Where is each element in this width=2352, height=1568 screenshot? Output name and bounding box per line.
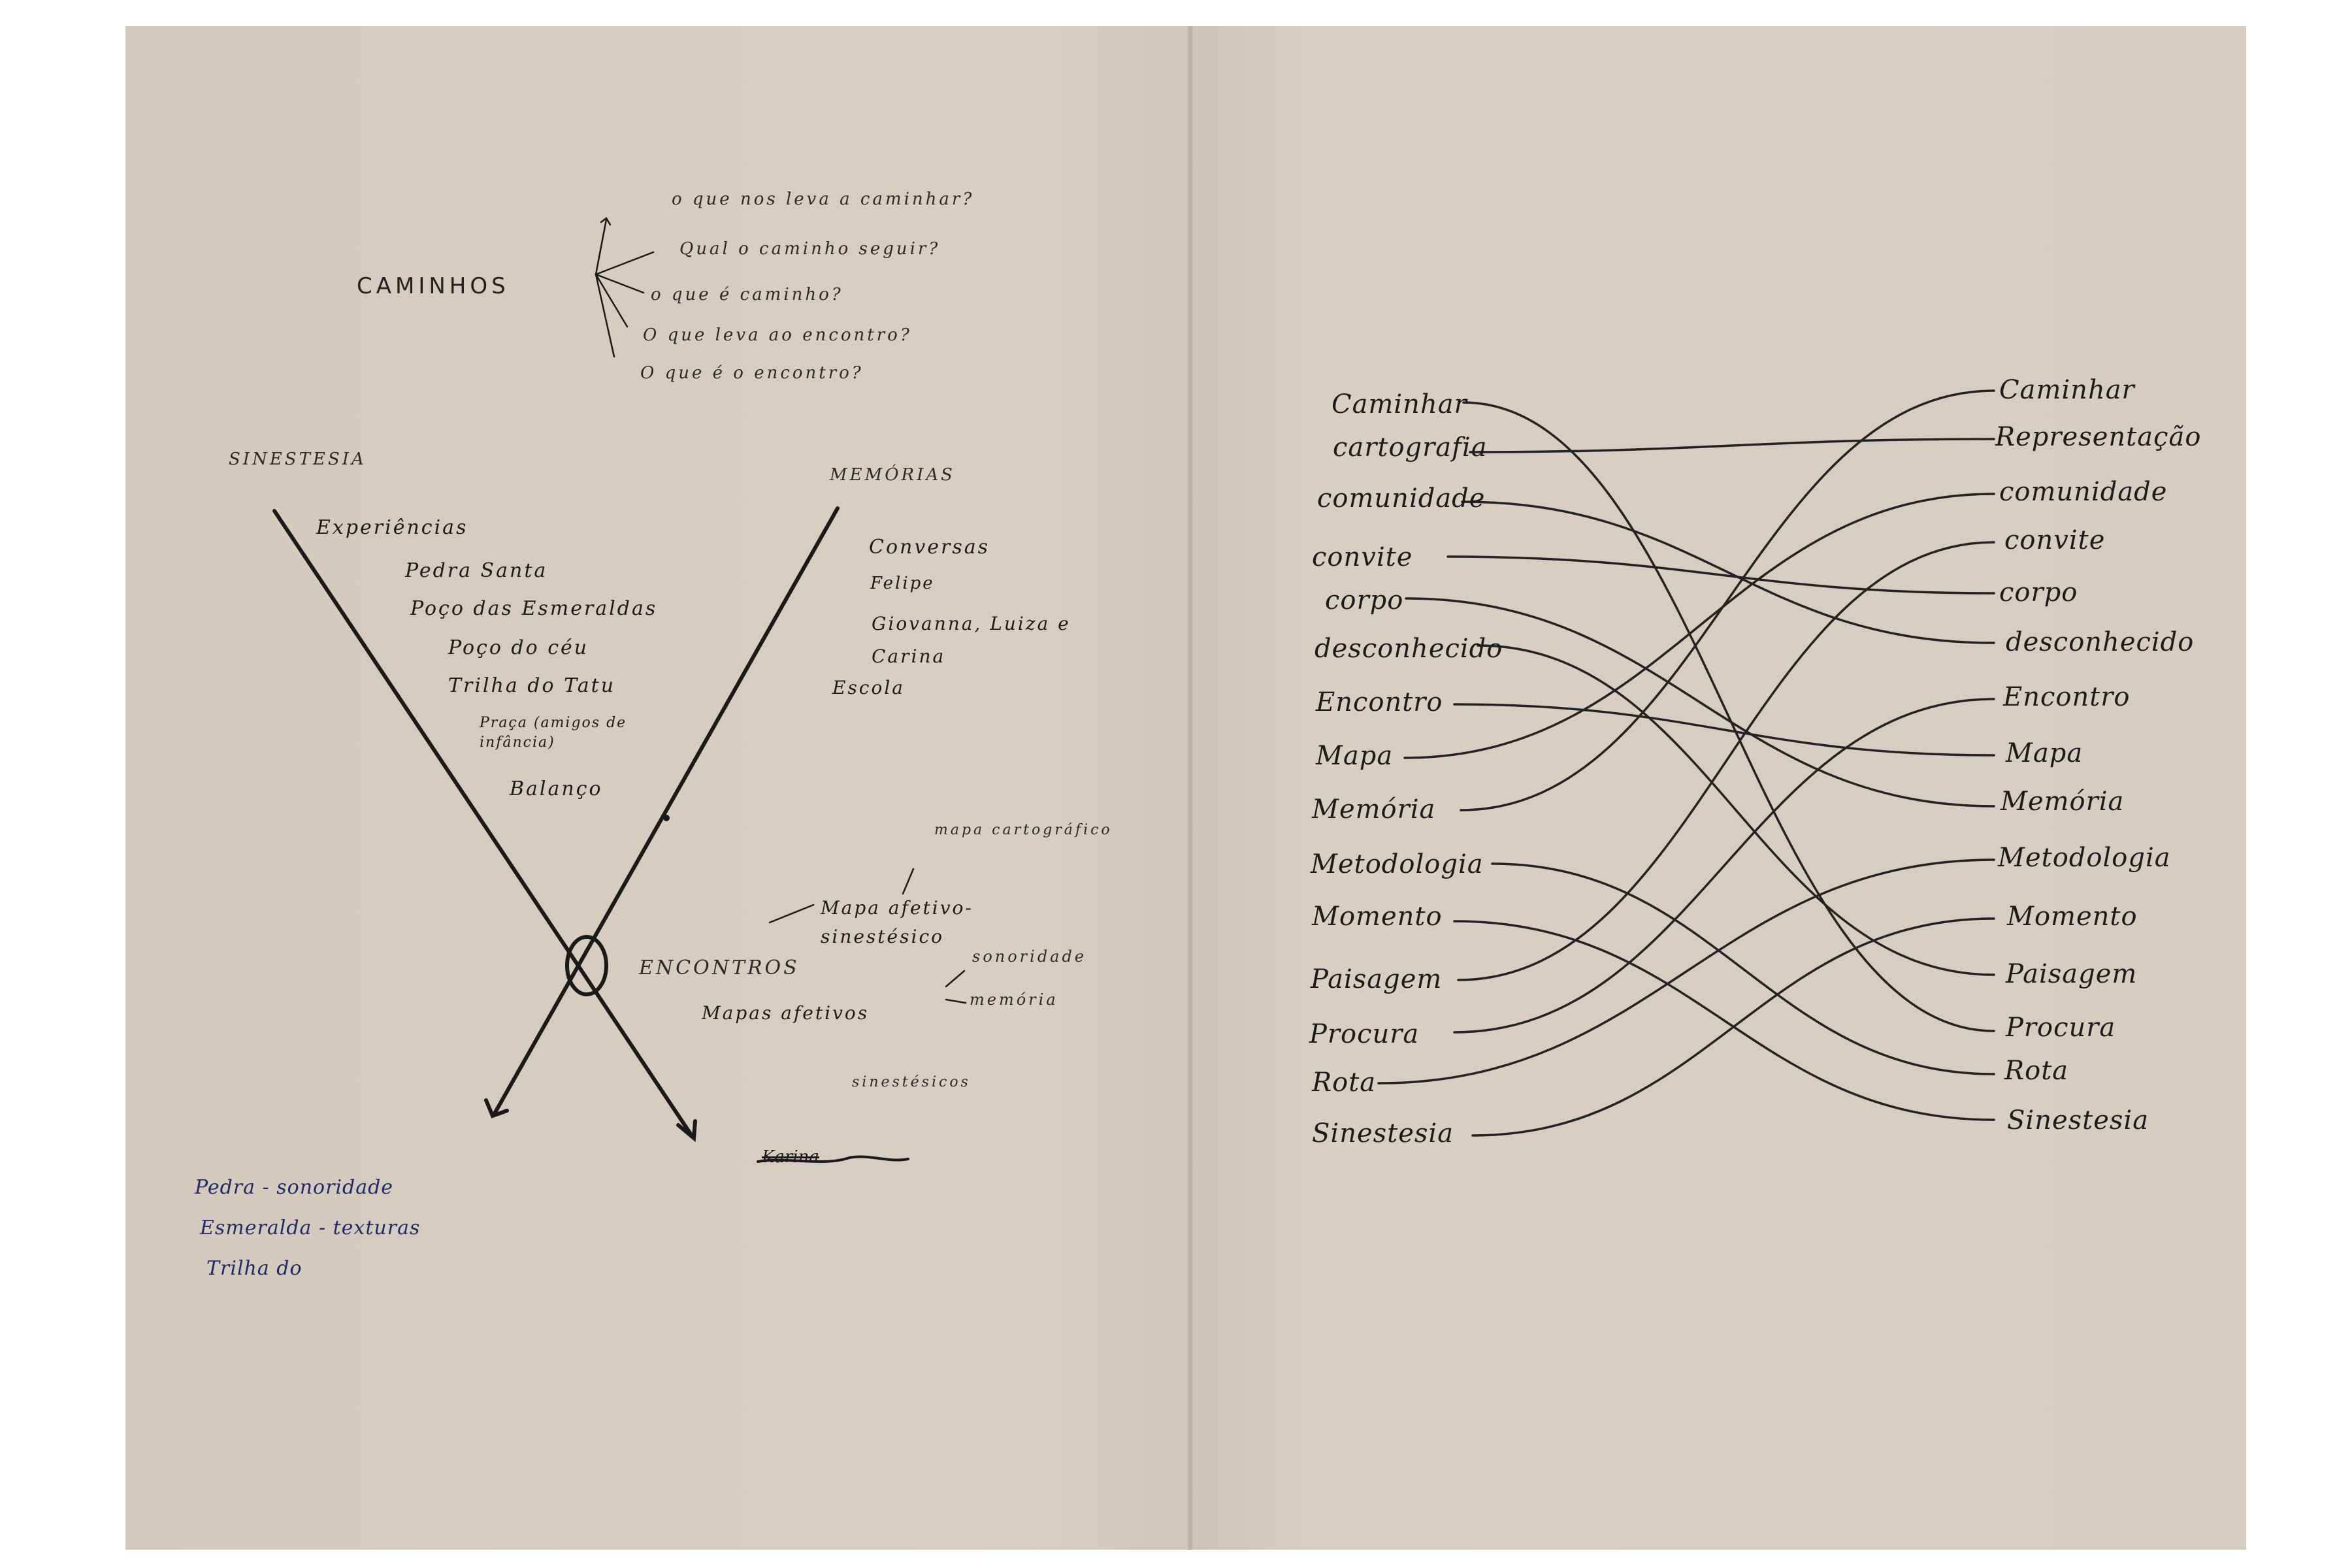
right-word: desconhecido xyxy=(2006,627,2195,657)
blue-note: Esmeralda - texturas xyxy=(200,1217,421,1239)
question-1: o que nos leva a caminhar? xyxy=(672,189,975,209)
right-word: Momento xyxy=(2007,902,2138,932)
page-fold xyxy=(1188,26,1193,1550)
left-word: Mapa xyxy=(1316,741,1394,771)
right-word: comunidade xyxy=(1999,477,2168,507)
axis-label-memorias: MEMÓRIAS xyxy=(830,465,955,485)
mapa-item: Mapas afetivos xyxy=(702,1002,870,1024)
right-word: corpo xyxy=(1999,578,2078,608)
left-word: desconhecido xyxy=(1315,634,1503,664)
left-word: Metodologia xyxy=(1311,849,1484,879)
mapa-item: memória xyxy=(970,990,1058,1009)
conversa-item: Giovanna, Luiza e Carina xyxy=(872,613,1071,667)
mapa-item: sinestésicos xyxy=(852,1074,971,1090)
right-word: Encontro xyxy=(2003,682,2131,712)
right-word: Caminhar xyxy=(1999,375,2135,405)
mapa-item: mapa cartográfico xyxy=(934,822,1113,838)
left-word: Rota xyxy=(1312,1068,1377,1098)
left-word: Memória xyxy=(1312,794,1436,825)
caminhos-title: CAMINHOS xyxy=(357,273,510,299)
question-5: O que é o encontro? xyxy=(640,363,864,383)
question-4: O que leva ao encontro? xyxy=(643,325,912,345)
left-page xyxy=(125,26,1190,1550)
question-2: Qual o caminho seguir? xyxy=(679,239,941,259)
left-word: cartografia xyxy=(1333,433,1488,463)
left-word: Sinestesia xyxy=(1312,1119,1454,1149)
blue-note: Pedra - sonoridade xyxy=(195,1176,394,1199)
left-word: comunidade xyxy=(1317,483,1486,514)
conversa-item: Escola xyxy=(832,677,905,698)
left-word: Procura xyxy=(1309,1019,1420,1049)
mapa-item: Mapa afetivo-sinestésico xyxy=(821,897,973,947)
right-word: Mapa xyxy=(2006,738,2083,768)
question-3: o que é caminho? xyxy=(651,285,843,304)
right-word: Rota xyxy=(2004,1056,2069,1086)
left-word: Momento xyxy=(1312,902,1443,932)
right-word: Sinestesia xyxy=(2007,1105,2149,1135)
experiencia-item: Poço do céu xyxy=(448,636,589,659)
left-word: corpo xyxy=(1325,585,1404,615)
left-word: Paisagem xyxy=(1311,964,1443,994)
right-word: Procura xyxy=(2006,1013,2116,1043)
right-word: Paisagem xyxy=(2006,959,2138,989)
right-word: Memória xyxy=(2001,787,2125,817)
experiencia-item: Balanço xyxy=(510,777,603,800)
experiencias-heading: Experiências xyxy=(316,516,468,539)
right-word: convite xyxy=(2004,525,2106,555)
experiencia-item: Trilha do Tatu xyxy=(448,674,616,697)
blue-note: Trilha do xyxy=(206,1257,302,1280)
experiencia-item: Praça (amigos de infância) xyxy=(480,715,627,751)
left-word: Caminhar xyxy=(1331,389,1467,419)
conversas-heading: Conversas xyxy=(869,536,990,559)
conversa-item: Felipe xyxy=(870,574,935,593)
mapa-item: sonoridade xyxy=(972,947,1087,966)
right-word: Metodologia xyxy=(1998,843,2171,873)
right-word: Representação xyxy=(1995,422,2202,452)
left-word: convite xyxy=(1312,542,1413,572)
axis-label-sinestesia: SINESTESIA xyxy=(229,449,367,469)
encontros-label: ENCONTROS xyxy=(639,956,800,979)
crossed-word: Karina xyxy=(762,1147,819,1167)
experiencia-item: Pedra Santa xyxy=(405,559,548,582)
experiencia-item: Poço das Esmeraldas xyxy=(410,597,658,620)
left-word: Encontro xyxy=(1316,687,1443,717)
